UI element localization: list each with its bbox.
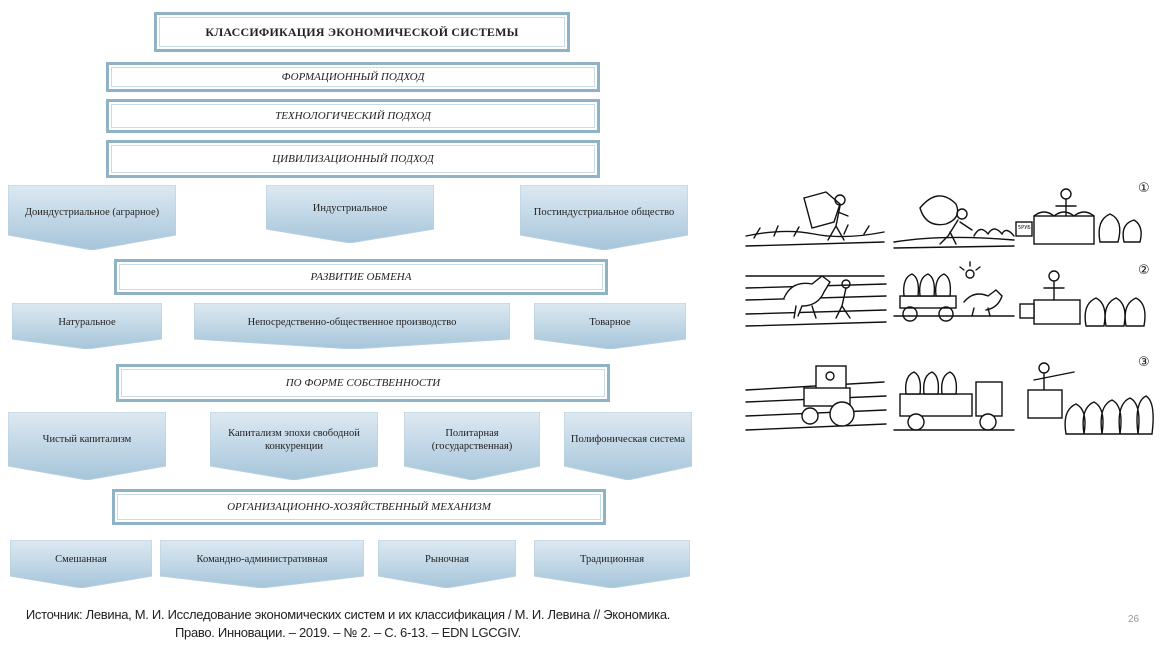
ownership-box-pure-capitalism: Чистый капитализм — [8, 412, 166, 480]
header-mechanism: ОРГАНИЗАЦИОННО-ХОЗЯЙСТВЕННЫЙ МЕХАНИЗМ — [112, 489, 606, 525]
down-arrow-shape — [534, 303, 686, 349]
mechanism-label-1: Командно-административная — [196, 554, 328, 566]
ownership-box-political: Политарная (государственная) — [404, 412, 540, 480]
mechanism-box-mixed: Смешанная — [10, 540, 152, 588]
economic-evolution-illustration: 5РУБ ① ② — [745, 181, 1154, 435]
svg-text:5РУБ: 5РУБ — [1018, 225, 1031, 231]
header-ownership: ПО ФОРМЕ СОБСТВЕННОСТИ — [116, 364, 610, 402]
exchange-label-1: Непосредственно-общественное производств… — [247, 317, 457, 329]
header-civilizational-text: ЦИВИЛИЗАЦИОННЫЙ ПОДХОД — [272, 153, 434, 165]
source-citation: Источник: Левина, М. И. Исследование эко… — [25, 607, 671, 640]
civ-label-2: Постиндустриальное общество — [533, 207, 675, 219]
header-technological: ТЕХНОЛОГИЧЕСКИЙ ПОДХОД — [106, 99, 600, 133]
header-technological-text: ТЕХНОЛОГИЧЕСКИЙ ПОДХОД — [275, 110, 431, 122]
mechanism-box-traditional: Традиционная — [534, 540, 690, 588]
ownership-label-2: Политарная (государственная) — [431, 427, 513, 452]
exchange-box-direct: Непосредственно-общественное производств… — [194, 303, 510, 349]
mechanism-box-market: Рыночная — [378, 540, 516, 588]
sketch-cart-sacks — [893, 261, 1015, 322]
header-exchange-text: РАЗВИТИЕ ОБМЕНА — [310, 271, 412, 283]
down-arrow-shape — [160, 540, 364, 588]
exchange-label-0: Натуральное — [58, 317, 116, 329]
mechanism-label-0: Смешанная — [55, 554, 107, 566]
header-formational: ФОРМАЦИОННЫЙ ПОДХОД — [106, 62, 600, 92]
civ-label-1: Индустриальное — [312, 203, 388, 215]
ownership-box-polyphonic: Полифоническая система — [564, 412, 692, 480]
page-number: 26 — [1128, 614, 1140, 625]
exchange-box-natural: Натуральное — [12, 303, 162, 349]
ownership-label-3: Полифоническая система — [570, 434, 686, 446]
header-formational-text: ФОРМАЦИОННЫЙ ПОДХОД — [281, 71, 425, 83]
down-arrow-shape — [266, 185, 434, 243]
civ-box-postindustrial: Постиндустриальное общество — [520, 185, 688, 250]
diagram-title-text: КЛАССИФИКАЦИЯ ЭКОНОМИЧЕСКОЙ СИСТЕМЫ — [205, 24, 519, 39]
down-arrow-shape — [404, 412, 540, 480]
sketch-vendor-many-sacks — [1027, 362, 1154, 435]
header-ownership-text: ПО ФОРМЕ СОБСТВЕННОСТИ — [285, 377, 441, 389]
down-arrow-shape — [8, 185, 176, 250]
down-arrow-shape — [12, 303, 162, 349]
exchange-label-2: Товарное — [589, 317, 631, 329]
row-number-3: ③ — [1138, 355, 1150, 370]
down-arrow-shape — [534, 540, 690, 588]
mechanism-box-command: Командно-административная — [160, 540, 364, 588]
row-number-2: ② — [1138, 263, 1150, 278]
mechanism-label-2: Рыночная — [425, 554, 469, 566]
down-arrow-shape — [520, 185, 688, 250]
sketch-market-stall: 5РУБ — [1015, 188, 1142, 245]
down-arrow-shape — [210, 412, 378, 480]
down-arrow-shape — [194, 303, 510, 349]
sketch-tractor — [745, 365, 887, 431]
ownership-label-0: Чистый капитализм — [42, 434, 132, 446]
mechanism-label-3: Традиционная — [579, 554, 645, 566]
sketch-horse-plough — [745, 275, 887, 327]
ownership-box-free-competition: Капитализм эпохи свободной конкуренции — [210, 412, 378, 480]
ownership-label-1: Капитализм эпохи свободной конкуренции — [228, 427, 360, 452]
civ-box-industrial: Индустриальное — [266, 185, 434, 243]
sketch-truck-sacks — [893, 371, 1015, 431]
exchange-box-commodity: Товарное — [534, 303, 686, 349]
header-exchange: РАЗВИТИЕ ОБМЕНА — [114, 259, 608, 295]
down-arrow-shape — [378, 540, 516, 588]
diagram-title: КЛАССИФИКАЦИЯ ЭКОНОМИЧЕСКОЙ СИСТЕМЫ — [154, 12, 570, 52]
down-arrow-shape — [564, 412, 692, 480]
sketch-market-stall-2 — [1019, 270, 1146, 327]
sketch-farmer-sack — [745, 191, 885, 247]
down-arrow-shape — [8, 412, 166, 480]
header-civilizational: ЦИВИЛИЗАЦИОННЫЙ ПОДХОД — [106, 140, 600, 178]
civ-box-preindustrial: Доиндустриальное (аграрное) — [8, 185, 176, 250]
sketch-porter — [893, 195, 1015, 249]
civ-label-0: Доиндустриальное (аграрное) — [24, 207, 160, 219]
row-number-1: ① — [1138, 181, 1150, 196]
down-arrow-shape — [10, 540, 152, 588]
header-mechanism-text: ОРГАНИЗАЦИОННО-ХОЗЯЙСТВЕННЫЙ МЕХАНИЗМ — [227, 501, 491, 513]
